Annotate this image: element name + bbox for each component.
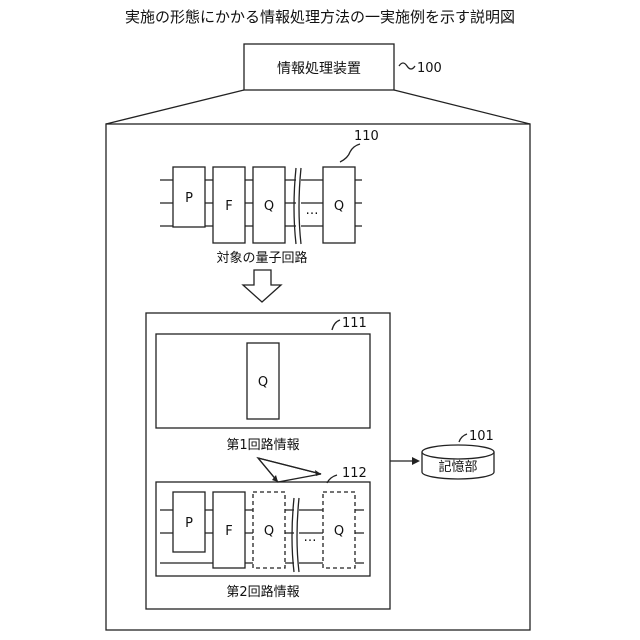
wire-break-mark [297,498,299,572]
storage-ref-leader [459,434,467,442]
target-circuit: P F Q … Q [160,167,362,244]
device-label: 情報処理装置 [277,61,361,77]
gate-q-label: Q [264,199,274,214]
circuit-ref-leader [340,144,360,162]
expansion-line-right [394,90,530,124]
processing-ref: 111 [342,316,367,331]
gate-p-label: P [185,191,193,206]
device-detail-frame [106,124,530,630]
storage-ref: 101 [469,429,494,444]
storage-arrowhead [412,457,420,465]
second-info-ref: 112 [342,466,367,481]
down-arrow [243,270,281,302]
gate-p-label: P [185,516,193,531]
storage-top [422,445,494,459]
callout-triangle [258,458,321,482]
gate-q-label: Q [264,524,274,539]
gate-q-label: Q [334,524,344,539]
ellipsis: … [304,530,317,545]
storage-label: 記憶部 [438,459,477,475]
gate-f-label: F [225,199,232,214]
device-ref-leader [399,63,415,69]
expansion-line-left [106,90,244,124]
gate-q-label: Q [258,375,268,390]
processing-ref-leader [332,320,340,330]
wire-break-mark [299,168,301,244]
gate-q-label: Q [334,199,344,214]
ellipsis: … [306,203,319,218]
second-info-label: 第2回路情報 [226,584,299,600]
figure-title: 実施の形態にかかる情報処理方法の一実施例を示す説明図 [125,8,515,26]
device-ref: 100 [417,61,442,76]
circuit-ref: 110 [354,129,379,144]
second-circuit: P F Q … Q [160,492,364,572]
first-info-label: 第1回路情報 [226,437,299,453]
gate-f-label: F [225,524,232,539]
target-circuit-label: 対象の量子回路 [216,250,307,266]
wire-break-mark [292,498,294,572]
